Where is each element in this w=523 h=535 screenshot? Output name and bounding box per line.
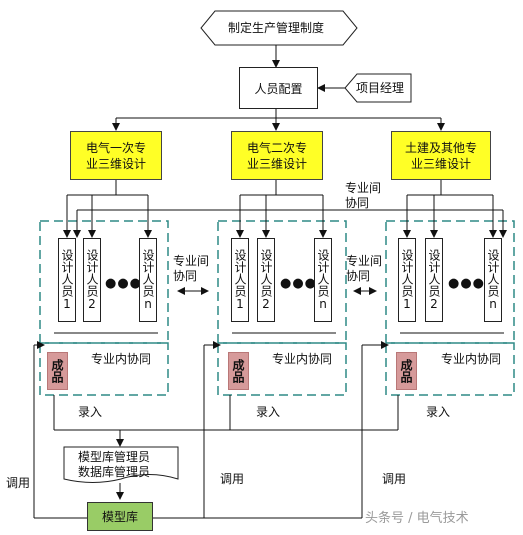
intra-collab-label: 专业内协同 (272, 352, 333, 366)
designer-prefix: 设计人员 (316, 249, 330, 297)
project-manager-tag-shape (344, 73, 412, 103)
designer-index: 2 (85, 297, 99, 311)
product-box: 成品 (228, 352, 249, 390)
designer-prefix: 设计人员 (486, 249, 500, 297)
start-terminator-shape (200, 10, 358, 46)
record-label: 录入 (256, 405, 281, 419)
cross-collab-label-right: 专业间协同 (346, 254, 383, 283)
library-admin-line1: 模型库管理员 (78, 450, 151, 464)
invoke-label: 调用 (220, 472, 245, 486)
designer-prefix: 设计人员 (60, 249, 74, 297)
designer-prefix: 设计人员 (259, 249, 273, 297)
watermark-text: 头条号 / 电气技术 (365, 511, 469, 526)
designer-index: n (141, 297, 155, 311)
designer-index: n (486, 297, 500, 311)
designer-prefix: 设计人员 (141, 249, 155, 297)
designer-index: n (316, 297, 330, 311)
product-box: 成品 (47, 352, 68, 390)
designer-prefix: 设计人员 (85, 249, 99, 297)
designer-prefix: 设计人员 (427, 249, 441, 297)
intra-collab-label: 专业内协同 (441, 352, 502, 366)
start-label: 制定生产管理制度 (228, 21, 325, 35)
designer-ellipsis: ●●● (105, 276, 143, 291)
product-box: 成品 (396, 352, 417, 390)
designer-prefix: 设计人员 (400, 249, 414, 297)
project-manager-label: 项目经理 (356, 81, 405, 95)
designer-ellipsis: ●●● (448, 276, 486, 291)
intra-collab-label: 专业内协同 (91, 352, 152, 366)
discipline-electrical-primary: 电气一次专业三维设计 (70, 131, 162, 180)
library-admin-line2: 数据库管理员 (78, 465, 151, 479)
discipline-civil-other: 土建及其他专业三维设计 (391, 131, 491, 180)
designer-index: 1 (233, 297, 247, 311)
library-admin-shape (63, 446, 179, 483)
cross-collab-label-left: 专业间协同 (173, 254, 210, 283)
record-label: 录入 (426, 405, 451, 419)
designer-prefix: 设计人员 (233, 249, 247, 297)
invoke-label: 调用 (6, 476, 31, 490)
designer-index: 2 (259, 297, 273, 311)
designer-index: 1 (60, 297, 74, 311)
record-label: 录入 (78, 405, 103, 419)
designer-index: 1 (400, 297, 414, 311)
invoke-label: 调用 (382, 472, 407, 486)
model-library-box: 模型库 (87, 502, 153, 531)
staffing-box: 人员配置 (239, 67, 318, 109)
designer-index: 2 (427, 297, 441, 311)
cross-collab-label-top: 专业间协同 (345, 181, 382, 210)
designer-ellipsis: ●●● (280, 276, 318, 291)
discipline-electrical-secondary: 电气二次专业三维设计 (231, 131, 323, 180)
